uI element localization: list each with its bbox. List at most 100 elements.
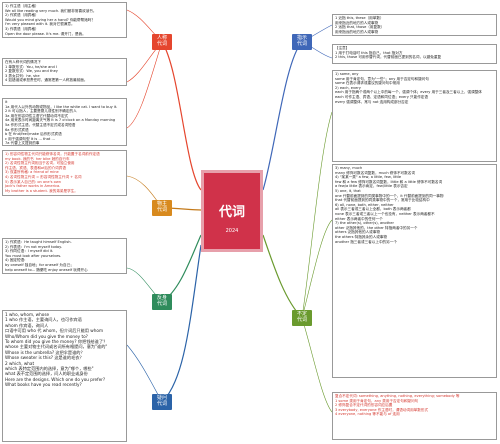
text-line: which 表特定范围内的选择，意为"哪个，哪些": [5, 366, 94, 372]
text-line: 1) 作主语（用主格）: [5, 4, 39, 8]
text-line: 1 who 作主语，主要询问人，也可作宾语: [5, 317, 82, 323]
text-line: that 代替前面提到的同类事物中的一个，常用于比较结构中: [335, 198, 430, 203]
indefinite-compound-box: 复合不定代词: something, anything, nothing, ev…: [332, 392, 497, 440]
node-demonstrative-label: 指示 代词: [296, 35, 307, 47]
text-line: 用来指近的地方的人或事物: [335, 20, 379, 25]
text-line: Open the door please. It's me. 请开门，是我。: [5, 31, 86, 36]
text-line: 4) 名词性物主代词 = 形容词性物主代词 + 名词: [5, 174, 82, 179]
text-line: some 在表示请求或建议的疑问句中常用: [335, 81, 400, 86]
text-line: 3a 用在形容词性主语它代替动词不定式: [5, 113, 69, 118]
text-line: other 泛指其他的，the other 特指两者中的另一个: [335, 225, 418, 230]
text-line: 复合不定代词: something, anything, nothing, ev…: [335, 394, 460, 398]
node-interrogative-label: 疑问 代词: [156, 395, 167, 407]
central-year: 2024: [225, 228, 239, 234]
text-line: 6a 作形式宾语: [5, 127, 29, 132]
node-reflexive-label: 反身 代词: [156, 295, 167, 307]
text-line: every 强调整体，常与 not 连用构成部分否定: [335, 99, 409, 104]
text-line: whose 主要对物主代词或名词所有格提问，意为"谁的": [5, 344, 108, 350]
text-line: 4 everyone, nothing 等不能与 of 连用: [335, 412, 400, 417]
node-possessive-label: 物主 代词: [156, 201, 167, 213]
node-person-pronoun: 人称 代词: [152, 34, 172, 50]
text-line: it: [5, 100, 8, 104]
node-interrogative-pronoun: 疑问 代词: [152, 394, 172, 410]
text-line: 2) 作表语：I'm not myself today.: [5, 244, 62, 249]
text-line: 3) 作表语（用宾格）: [5, 26, 39, 31]
text-line: 3) 双重所有格: a friend of mine: [5, 170, 59, 175]
central-topic: 代词 2024: [201, 170, 263, 252]
text-line: To whom did you give the money? 你把钱给谁了？: [5, 339, 108, 345]
central-title: 代词: [218, 205, 245, 220]
node-reflexive-pronoun: 反身 代词: [152, 294, 172, 310]
text-line: b 在 find/feel/make 后作形式宾语: [5, 132, 62, 137]
text-line: 【注意】: [335, 46, 350, 50]
text-line: c 用于强调句型 It is ... that ...: [5, 136, 55, 141]
text-line: 2 this, those 可用作替代词，代替前面已提到的名词，以避免重复: [335, 55, 442, 60]
text-line: help oneself to... 随便吃 enjoy oneself 玩得开…: [5, 267, 88, 272]
node-demonstrative-pronoun: 指示 代词: [292, 34, 312, 50]
text-line: many 修饰可数名词复数，much 修饰不可数名词: [335, 170, 415, 175]
text-line: 4) 固定短语:: [5, 258, 26, 263]
text-line: 1a 用代人以外的动物或物品，I like the white cat. I w…: [5, 104, 118, 109]
text-line: 1 some 类用于肯定句，any 类用于否定句和疑问句: [335, 398, 419, 403]
text-line: 作主语、宾语、表语和of后的介词宾语: [5, 165, 66, 170]
node-indefinite-label: 不定 代词: [296, 311, 307, 323]
text-line: 在有人称代词的情况下: [5, 60, 41, 64]
text-line: Here are the designs. Which one do you p…: [5, 376, 106, 382]
text-line: Would you mind giving her a hand? 你能帮帮她吗…: [5, 17, 95, 22]
text-line: each 用于指两个或两个以上中的每一个，强调个体；every 用于三者及三者以…: [335, 90, 482, 95]
text-line: 5) 表示某人自己的: on one's own: [5, 179, 62, 184]
text-line: 1) 形容词性物主代词只能修饰名词，只能置于名词前作定语: [5, 152, 100, 156]
text-line: others 泛指其他的人或事物: [335, 230, 380, 235]
text-line: 3 男女并列：he, she: [5, 73, 40, 78]
text-line: We all like reading very much. 我们都非常喜欢读书…: [5, 8, 97, 13]
text-line: 2 复数形式：We, you and they: [5, 69, 58, 74]
node-person-label: 人称 代词: [156, 35, 167, 47]
text-line: 5a 作形式主语，代替主语不定式或名词短语: [5, 122, 76, 127]
text-line: I'm very pleased with it. 我对它很满意。: [5, 22, 75, 27]
text-line: Whose sweater is this? 这是谁的毛衣？: [5, 355, 84, 361]
text-line: either 表示两者中的任何一个: [335, 216, 383, 221]
reflexive-box: 1) 作宾语：He taught himself English.2) 作表语：…: [2, 238, 127, 274]
text-line: whom 作宾语，询问人: [5, 322, 49, 328]
text-line: 4) "某某一类" a few, a little, few, little: [335, 175, 402, 180]
text-line: 2 which, what: [5, 360, 35, 366]
text-line: 7a 代替上文提到的事: [5, 141, 40, 146]
text-line: each 可作主语、宾语、定语和同位语；every 只能作定语: [335, 94, 428, 99]
text-line: Whose is the umbrella? 这把伞是谁的？: [5, 349, 85, 355]
node-possessive-pronoun: 物主 代词: [152, 200, 172, 216]
text-line: few 和 a few 修饰可数名词复数，little 和 a little 修…: [335, 179, 443, 184]
text-line: 1 用于打电话时 this 指自己，that 指对方: [335, 50, 403, 55]
text-line: 1 who, whom, whose: [5, 312, 50, 317]
text-line: my book. 我的书 her bike 她的自行车: [5, 156, 70, 161]
text-line: Who/Whom did you give the money to?: [5, 333, 88, 339]
text-line: a few/a little 表示肯定，few/little 表示否定: [335, 184, 408, 189]
text-line: What books have you read recently?: [5, 382, 82, 388]
text-line: by oneself 独自地；for oneself 为自己；: [5, 262, 74, 267]
text-line: My brother is a student. 我的弟弟是学生。: [5, 188, 78, 193]
text-line: none 表示三者或三者以上一个也没有，neither 表示两者都不: [335, 211, 435, 216]
node-indefinite-pronoun: 不定 代词: [292, 310, 312, 326]
text-line: all 表示三者或三者以上全都，both 表示两者都: [335, 207, 411, 212]
text-line: 1) 作宾语：He taught himself English.: [5, 240, 72, 244]
text-line: 1 近指 this, these（用单数）: [335, 16, 384, 20]
text-line: Jack's father works in America.: [5, 184, 61, 189]
text-line: 2) each, every: [335, 85, 361, 90]
text-line: 3 everybody, everyone 作主语时，谓语动词用单数形式: [335, 407, 429, 412]
text-line: 1 单数形式：You, he/she and I: [5, 64, 58, 69]
text-line: another 指三者或三者以上中的另一个: [335, 239, 397, 244]
text-line: 7) the other(s), other(s), another: [335, 221, 394, 226]
text-line: 2) 名词性物主代词相当于名词，可独立使用: [5, 161, 75, 166]
text-line: 用来指远的地方的人或事物: [335, 29, 379, 34]
person-case-box: 1) 作主语（用主格）We all like reading very much…: [2, 2, 127, 38]
text-line: what 表不定范围的选择，问人的职业或身份: [5, 371, 88, 377]
text-line: 5) one, it, that: [335, 188, 361, 193]
text-line: 4 如错误或承担责任时，通常把第一人称放最前面。: [5, 78, 88, 83]
